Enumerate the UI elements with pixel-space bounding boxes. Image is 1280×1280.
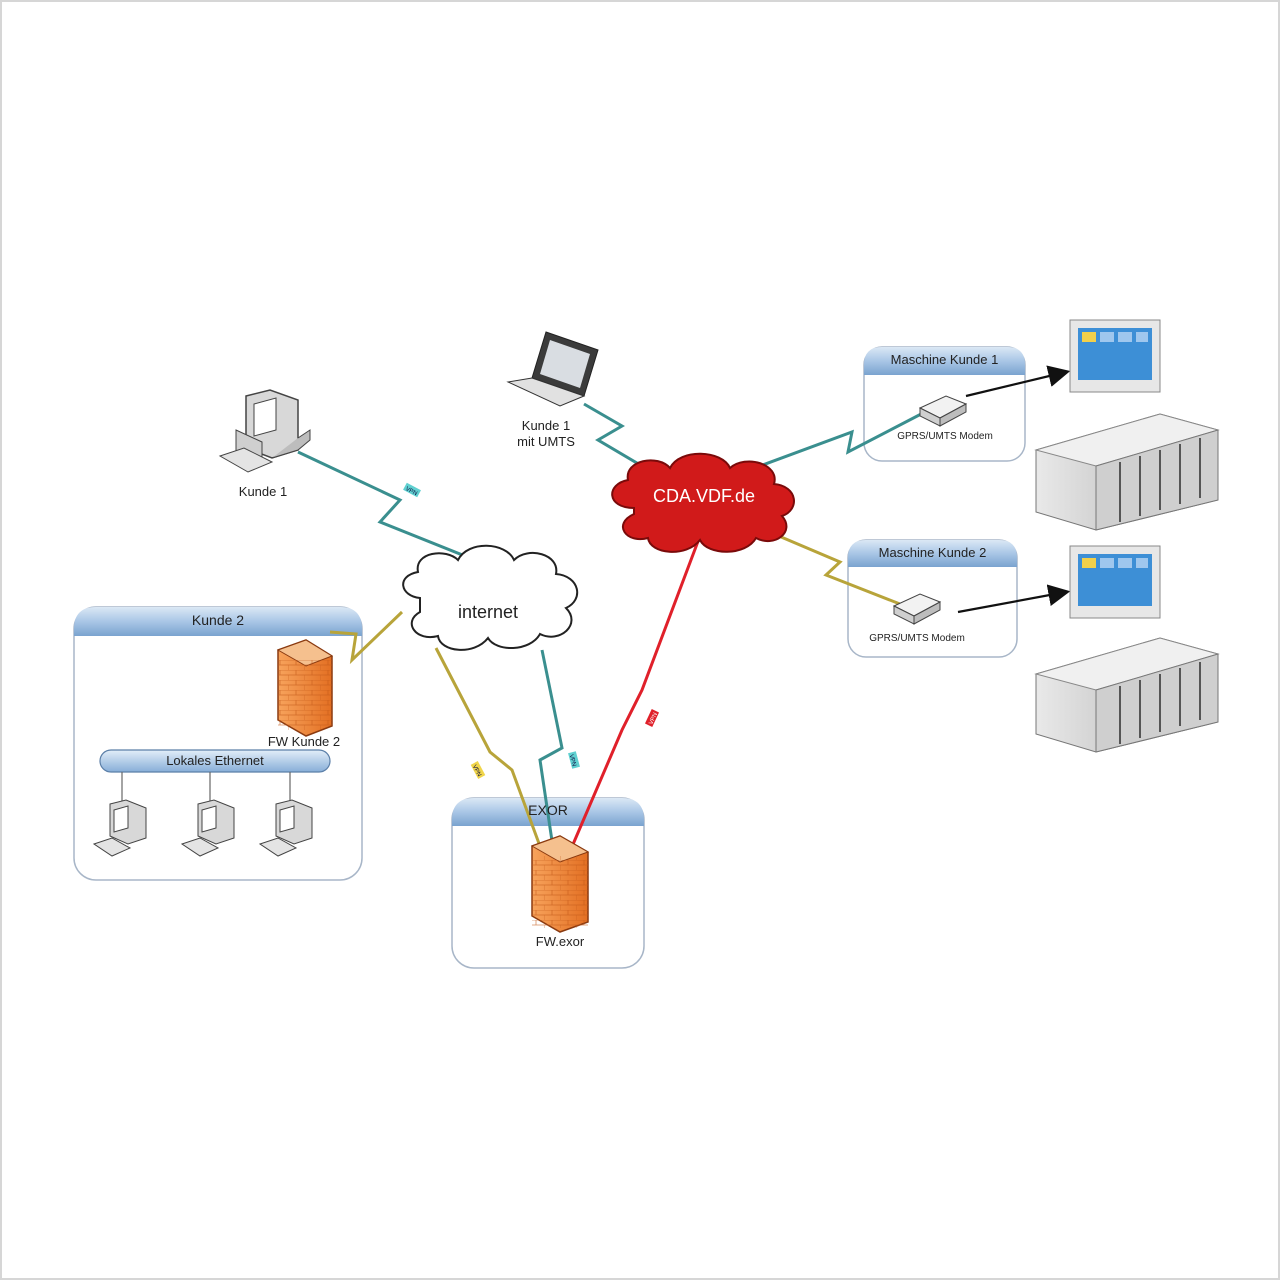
modem2-icon xyxy=(892,593,942,625)
link-kunde1-internet xyxy=(297,450,521,580)
lokales-ethernet-bus xyxy=(99,749,331,806)
kunde2-computer-icon xyxy=(92,799,147,857)
svg-text:VPN: VPN xyxy=(648,712,659,726)
arrow-modem2-hmi xyxy=(957,584,1071,614)
lokales-ethernet-label: Lokales Ethernet xyxy=(166,753,264,768)
hmi-panel-icon xyxy=(1069,319,1161,393)
kunde1-laptop-icon xyxy=(506,331,599,407)
cda-label: CDA.VDF.de xyxy=(652,486,756,506)
kunde2-computer-icon xyxy=(258,799,313,857)
plc-rack-icon xyxy=(1034,413,1220,531)
svg-text:VPN: VPN xyxy=(568,754,577,767)
cda-cloud-icon xyxy=(611,452,795,553)
link-laptop-cda xyxy=(583,402,643,468)
group-exor-title: EXOR xyxy=(528,802,568,818)
fw-exor-label: FW.exor xyxy=(535,934,585,949)
fw-kunde2-firewall-icon xyxy=(276,639,334,737)
modem2-label: GPRS/UMTS Modem xyxy=(869,633,965,644)
link-cda-maschine1 xyxy=(759,410,926,468)
link-internet-exor-olive xyxy=(434,647,550,869)
link-tag: VPN xyxy=(568,751,580,769)
group-maschine1-title: Maschine Kunde 1 xyxy=(890,352,999,367)
svg-text:VPN: VPN xyxy=(404,486,418,497)
link-tag: VPN xyxy=(403,482,421,497)
kunde2-computer-icon xyxy=(180,799,235,857)
internet-label: internet xyxy=(457,602,519,622)
link-internet-exor-teal xyxy=(538,649,564,869)
modem1-icon xyxy=(918,395,968,427)
link-fwkunde2-internet xyxy=(329,610,404,665)
svg-text:VPN: VPN xyxy=(471,764,482,778)
link-tag: VPN xyxy=(471,761,486,779)
link-cda-maschine2 xyxy=(759,526,901,606)
kunde1-laptop-label-line2: mit UMTS xyxy=(517,434,575,449)
kunde1-computer-icon xyxy=(218,389,311,473)
link-cda-exor-red xyxy=(560,535,702,871)
arrow-modem1-hmi xyxy=(965,365,1071,398)
fw-exor-firewall-icon xyxy=(530,835,590,933)
group-kunde2-title: Kunde 2 xyxy=(191,612,245,628)
link-tag: VPN xyxy=(644,709,659,727)
plc-rack-icon xyxy=(1034,637,1220,753)
kunde1-laptop-label-line1: Kunde 1 xyxy=(521,418,571,433)
kunde1-pc-label: Kunde 1 xyxy=(238,484,288,499)
internet-cloud-icon xyxy=(402,544,579,651)
hmi-panel-icon xyxy=(1069,545,1161,619)
group-maschine2-title: Maschine Kunde 2 xyxy=(878,545,987,560)
fw-kunde2-label: FW Kunde 2 xyxy=(267,734,341,749)
modem1-label: GPRS/UMTS Modem xyxy=(897,431,993,442)
